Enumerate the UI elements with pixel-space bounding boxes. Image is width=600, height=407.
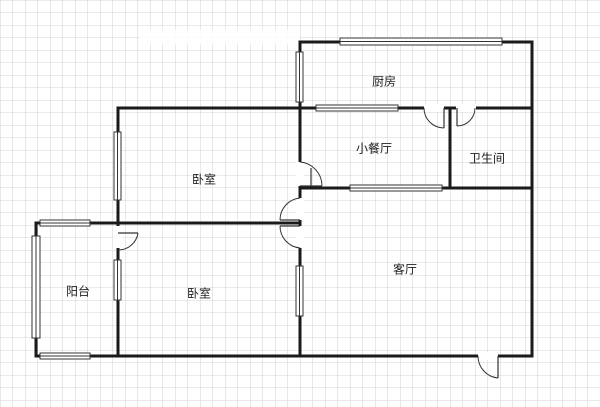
doors xyxy=(114,104,499,379)
watermark-band xyxy=(140,30,300,44)
door-bedroom-lower xyxy=(279,225,304,249)
door-bathroom xyxy=(456,104,476,127)
door-kitchen xyxy=(423,104,445,129)
label-dining: 小餐厅 xyxy=(356,141,392,156)
door-bedroom-upper xyxy=(279,197,304,221)
label-bathroom: 卫生间 xyxy=(469,152,505,166)
door-entrance xyxy=(477,352,499,379)
door-balcony xyxy=(114,226,139,251)
windows xyxy=(31,37,503,360)
door-dining xyxy=(296,161,323,187)
room-labels: 厨房 小餐厅 卫生间 卧室 卧室 阳台 客厅 xyxy=(66,74,505,301)
label-bedroom-upper: 卧室 xyxy=(192,172,216,187)
label-living: 客厅 xyxy=(393,262,417,277)
label-balcony: 阳台 xyxy=(66,284,90,299)
label-bedroom-lower: 卧室 xyxy=(187,286,211,301)
label-kitchen: 厨房 xyxy=(372,74,396,89)
